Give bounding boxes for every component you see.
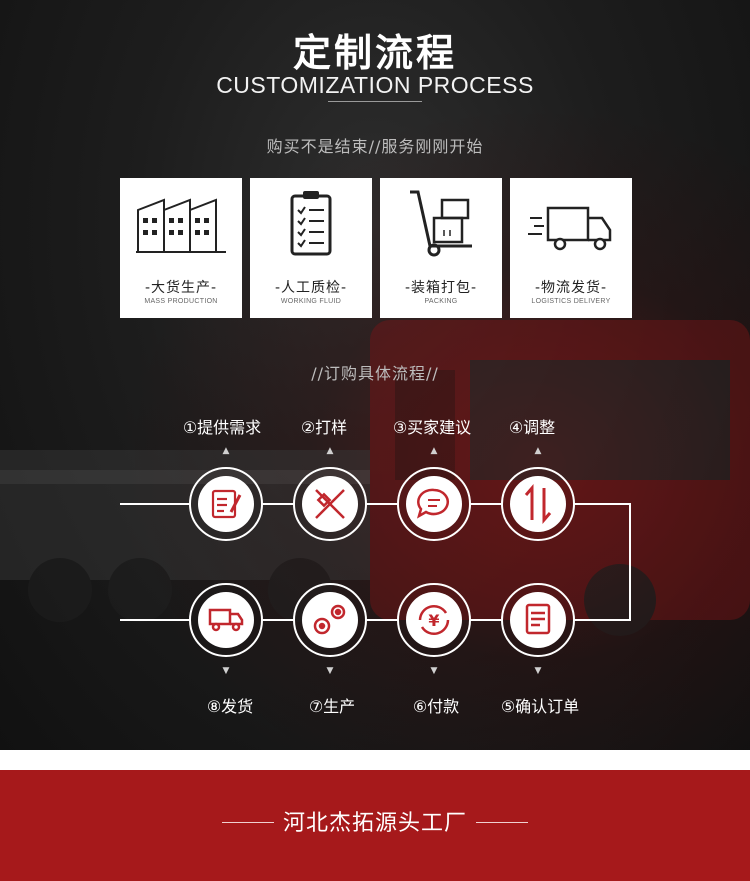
step-label-3: ③买家建议 [392,418,472,437]
card-packing: -装箱打包- PACKING [380,178,502,318]
arrow-up-icon: ▲ [326,446,334,456]
slogan: 购买不是结束//服务刚刚开始 [266,137,484,156]
page-subtitle: CUSTOMIZATION PROCESS [216,72,534,98]
swap-arrows-icon [524,483,552,525]
arrow-up-icon: ▲ [222,446,230,456]
card-quality-check: -人工质检- WORKING FLUID [250,178,372,318]
delivery-truck-icon [528,206,612,251]
step-label-7: ⑦生产 [308,697,356,716]
step-circle-6: ¥ [397,583,471,657]
footer-divider-right [476,822,528,823]
footer-spacer [0,750,750,770]
page-title: 定制流程 [292,31,457,75]
service-cards: -大货生产- MASS PRODUCTION -人工质检- WORKING FL… [120,178,632,318]
subtitle-divider [328,101,422,102]
footer-company: 河北杰拓源头工厂 [282,811,467,836]
order-document-icon [525,603,551,635]
flow-title: //订购具体流程// [311,364,439,383]
svg-text:¥: ¥ [428,611,439,630]
card-name: -装箱打包- [404,280,478,296]
gears-icon [313,604,346,635]
arrow-down-icon: ▼ [430,666,438,676]
card-logistics: -物流发货- LOGISTICS DELIVERY [510,178,632,318]
card-name: -大货生产- [144,280,218,296]
card-en: WORKING FLUID [280,298,342,305]
arrow-up-icon: ▲ [430,446,438,456]
factory-icon [136,198,226,253]
arrow-down-icon: ▼ [534,666,542,676]
card-en: LOGISTICS DELIVERY [531,298,611,305]
card-name: -物流发货- [534,280,608,296]
arrow-down-icon: ▼ [326,666,334,676]
step-label-8: ⑧发货 [206,697,254,716]
step-label-2: ②打样 [300,418,348,437]
yen-refresh-icon: ¥ [418,604,450,636]
step-circle-4 [501,467,575,541]
edit-document-icon [211,489,242,519]
card-name: -人工质检- [274,280,348,296]
clipboard-icon [290,191,332,256]
step-circle-5 [501,583,575,657]
step-circle-2 [293,467,367,541]
card-en: PACKING [424,298,458,305]
footer-banner [0,770,750,881]
step-circle-7 [293,583,367,657]
step-label-6: ⑥付款 [412,697,460,716]
step-label-1: ①提供需求 [182,418,262,437]
step-label-4: ④调整 [508,418,556,437]
design-tools-icon [315,489,345,519]
footer-divider-left [222,822,274,823]
card-en: MASS PRODUCTION [144,298,218,305]
chat-bubble-icon [416,488,449,519]
step-circle-3 [397,467,471,541]
arrow-down-icon: ▼ [222,666,230,676]
step-circle-1 [189,467,263,541]
card-mass-production: -大货生产- MASS PRODUCTION [120,178,242,318]
hand-truck-icon [410,190,472,257]
step-label-5: ⑤确认订单 [500,697,580,716]
step-circle-8 [189,583,263,657]
dark-background: 定制流程 CUSTOMIZATION PROCESS 购买不是结束//服务刚刚开… [0,0,750,750]
background-truck-image [0,320,750,636]
arrow-up-icon: ▲ [534,446,542,456]
shipping-truck-icon [208,608,244,632]
flow-diagram: ¥ [120,467,631,657]
